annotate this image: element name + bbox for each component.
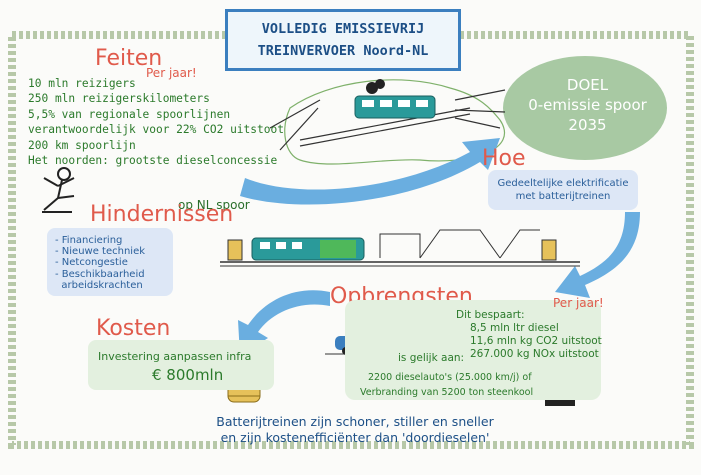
feiten-item: 5,5% van regionale spoorlijnen: [28, 107, 231, 121]
opbrengsten-line-2: Verbranding van 5200 ton steenkool: [360, 387, 534, 398]
doel-line-1: DOEL: [566, 76, 609, 94]
arrow-to-opbrengsten-icon: [555, 212, 640, 298]
bottom-conclusion: Batterijtreinen zijn schoner, stiller en…: [170, 414, 540, 446]
rails-icon: [269, 89, 506, 151]
title-line-1: VOLLEDIG EMISSIEVRIJ: [261, 21, 425, 37]
opbrengsten-item: 267.000 kg NOx uitstoot: [470, 348, 599, 360]
feiten-item: verantwoordelijk voor 22% CO2 uitstoot: [28, 123, 284, 137]
hindernissen-item: - Financiering: [55, 235, 123, 246]
hindernissen-heading: Hindernissen: [90, 202, 234, 227]
hindernissen-item: - Netcongestie: [55, 257, 128, 269]
opbrengsten-item: 11,6 mln kg CO2 uitstoot: [470, 335, 602, 347]
doel-line-2: 0-emissie spoor: [528, 96, 647, 114]
doel-line-3: 2035: [568, 116, 607, 134]
feiten-list: 10 mln reizigers 250 mln reizigerskilome…: [28, 76, 284, 168]
feiten-item: 10 mln reizigers: [28, 77, 136, 90]
arrow-to-hoe-icon: [240, 138, 500, 205]
opbrengsten-bespaart: Dit bespaart:: [456, 309, 525, 321]
op-nl-spoor-note: op NL spoor: [178, 198, 250, 212]
feiten-heading: Feiten: [95, 46, 163, 71]
title-box: VOLLEDIG EMISSIEVRIJ TREINVERVOER Noord-…: [225, 9, 461, 71]
hoe-box: Gedeeltelijke elektrificatie met batteri…: [488, 170, 638, 210]
opbrengsten-list: 8,5 mln ltr diesel 11,6 mln kg CO2 uitst…: [470, 322, 602, 361]
hindernissen-item: - Beschikbaarheid: [55, 268, 145, 280]
kosten-heading: Kosten: [96, 316, 171, 341]
bottom-line-1: Batterijtreinen zijn schoner, stiller en…: [216, 414, 494, 429]
opbrengsten-box: [345, 300, 601, 400]
doel-text: DOEL 0-emissie spoor 2035: [505, 57, 670, 152]
doel-cloud-icon: [503, 56, 667, 160]
hindernissen-item: - Nieuwe techniek: [55, 246, 146, 258]
feiten-item: Het noorden: grootste dieselconcessie: [28, 154, 278, 168]
hindernissen-box: [47, 228, 173, 296]
hoe-line-2: met batterijtreinen: [515, 191, 611, 202]
arrow-to-kosten-icon: [238, 290, 330, 356]
hoe-line-1: Gedeeltelijke elektrificatie: [497, 178, 629, 189]
opbrengsten-gelijk: is gelijk aan:: [398, 352, 465, 364]
feiten-item: 200 km spoorlijn: [28, 138, 136, 152]
kosten-amount: € 800mln: [152, 366, 224, 384]
top-train-icon: [354, 79, 436, 119]
opbrengsten-per-jaar: Per jaar!: [553, 296, 604, 310]
hurdle-runner-icon: [42, 167, 75, 213]
hoe-heading: Hoe: [482, 146, 526, 171]
opbrengsten-line-1: 2200 dieselauto's (25.000 km/j) of: [368, 372, 532, 383]
hindernissen-list: - Financiering - Nieuwe techniek - Netco…: [55, 235, 145, 291]
feiten-item: 250 mln reizigerskilometers: [28, 92, 210, 106]
hindernissen-item: arbeidskrachten: [55, 279, 143, 291]
bottom-line-2: en zijn kostenefficiënter dan 'doordiese…: [220, 430, 490, 445]
opbrengsten-item: 8,5 mln ltr diesel: [470, 322, 559, 334]
feiten-per-jaar: Per jaar!: [146, 66, 197, 80]
middle-train-scene-icon: [220, 229, 580, 267]
kosten-line-1: Investering aanpassen infra: [98, 350, 252, 363]
title-line-2: TREINVERVOER Noord-NL: [257, 43, 429, 59]
kosten-box: [88, 340, 274, 390]
